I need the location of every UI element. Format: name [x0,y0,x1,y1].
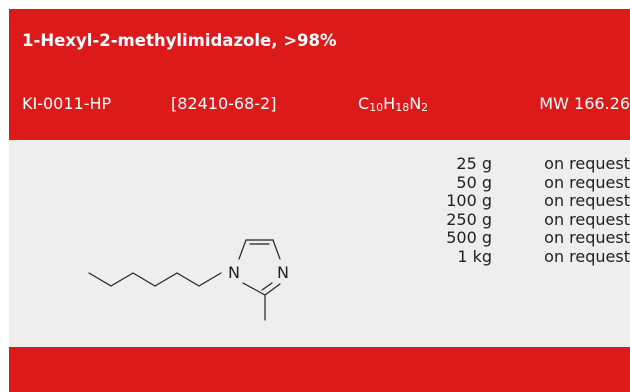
imidazole-ring [238,239,281,321]
pack-size-row: 100 g on request [400,191,630,211]
product-title: 1-Hexyl-2-methylimidazole, >98% [22,31,337,50]
footer-bar [9,347,630,392]
pack-size-row: 50 g on request [400,172,630,193]
ring-nitrogen-3: N [277,263,289,282]
product-header: 1-Hexyl-2-methylimidazole, >98% KI-0011-… [9,9,630,140]
pack-availability: on request [544,228,630,247]
pack-quantity: 100 g [446,191,492,210]
pack-quantity: 25 g [456,154,492,173]
pack-size-row: 250 g on request [400,209,630,230]
pack-size-row: 500 g on request [400,228,630,248]
cas-number: [82410-68-2] [171,94,277,113]
pack-availability: on request [544,172,630,192]
pack-quantity: 500 g [446,228,492,247]
pack-quantity: 50 g [456,172,492,192]
pack-quantity: 250 g [446,209,492,229]
pack-quantity: 1 kg [457,246,492,266]
product-card: 1-Hexyl-2-methylimidazole, >98% KI-0011-… [9,9,630,392]
pack-availability: on request [544,246,630,266]
molecular-formula: C10H18N2 [358,94,429,114]
pack-size-row: 1 kg on request [400,246,630,267]
hexyl-chain [88,272,222,287]
structure-diagram: N N [88,239,289,321]
pack-size-row: 25 g on request [400,154,630,174]
pack-availability: on request [544,191,630,210]
molecular-weight: MW 166.26 [539,94,630,113]
pack-availability: on request [544,154,630,173]
pack-availability: on request [544,209,630,229]
catalog-number: KI-0011-HP [22,94,112,113]
pack-size-list: 25 g on request 50 g on request 100 g on… [400,154,630,267]
ring-nitrogen-1: N [228,263,240,282]
